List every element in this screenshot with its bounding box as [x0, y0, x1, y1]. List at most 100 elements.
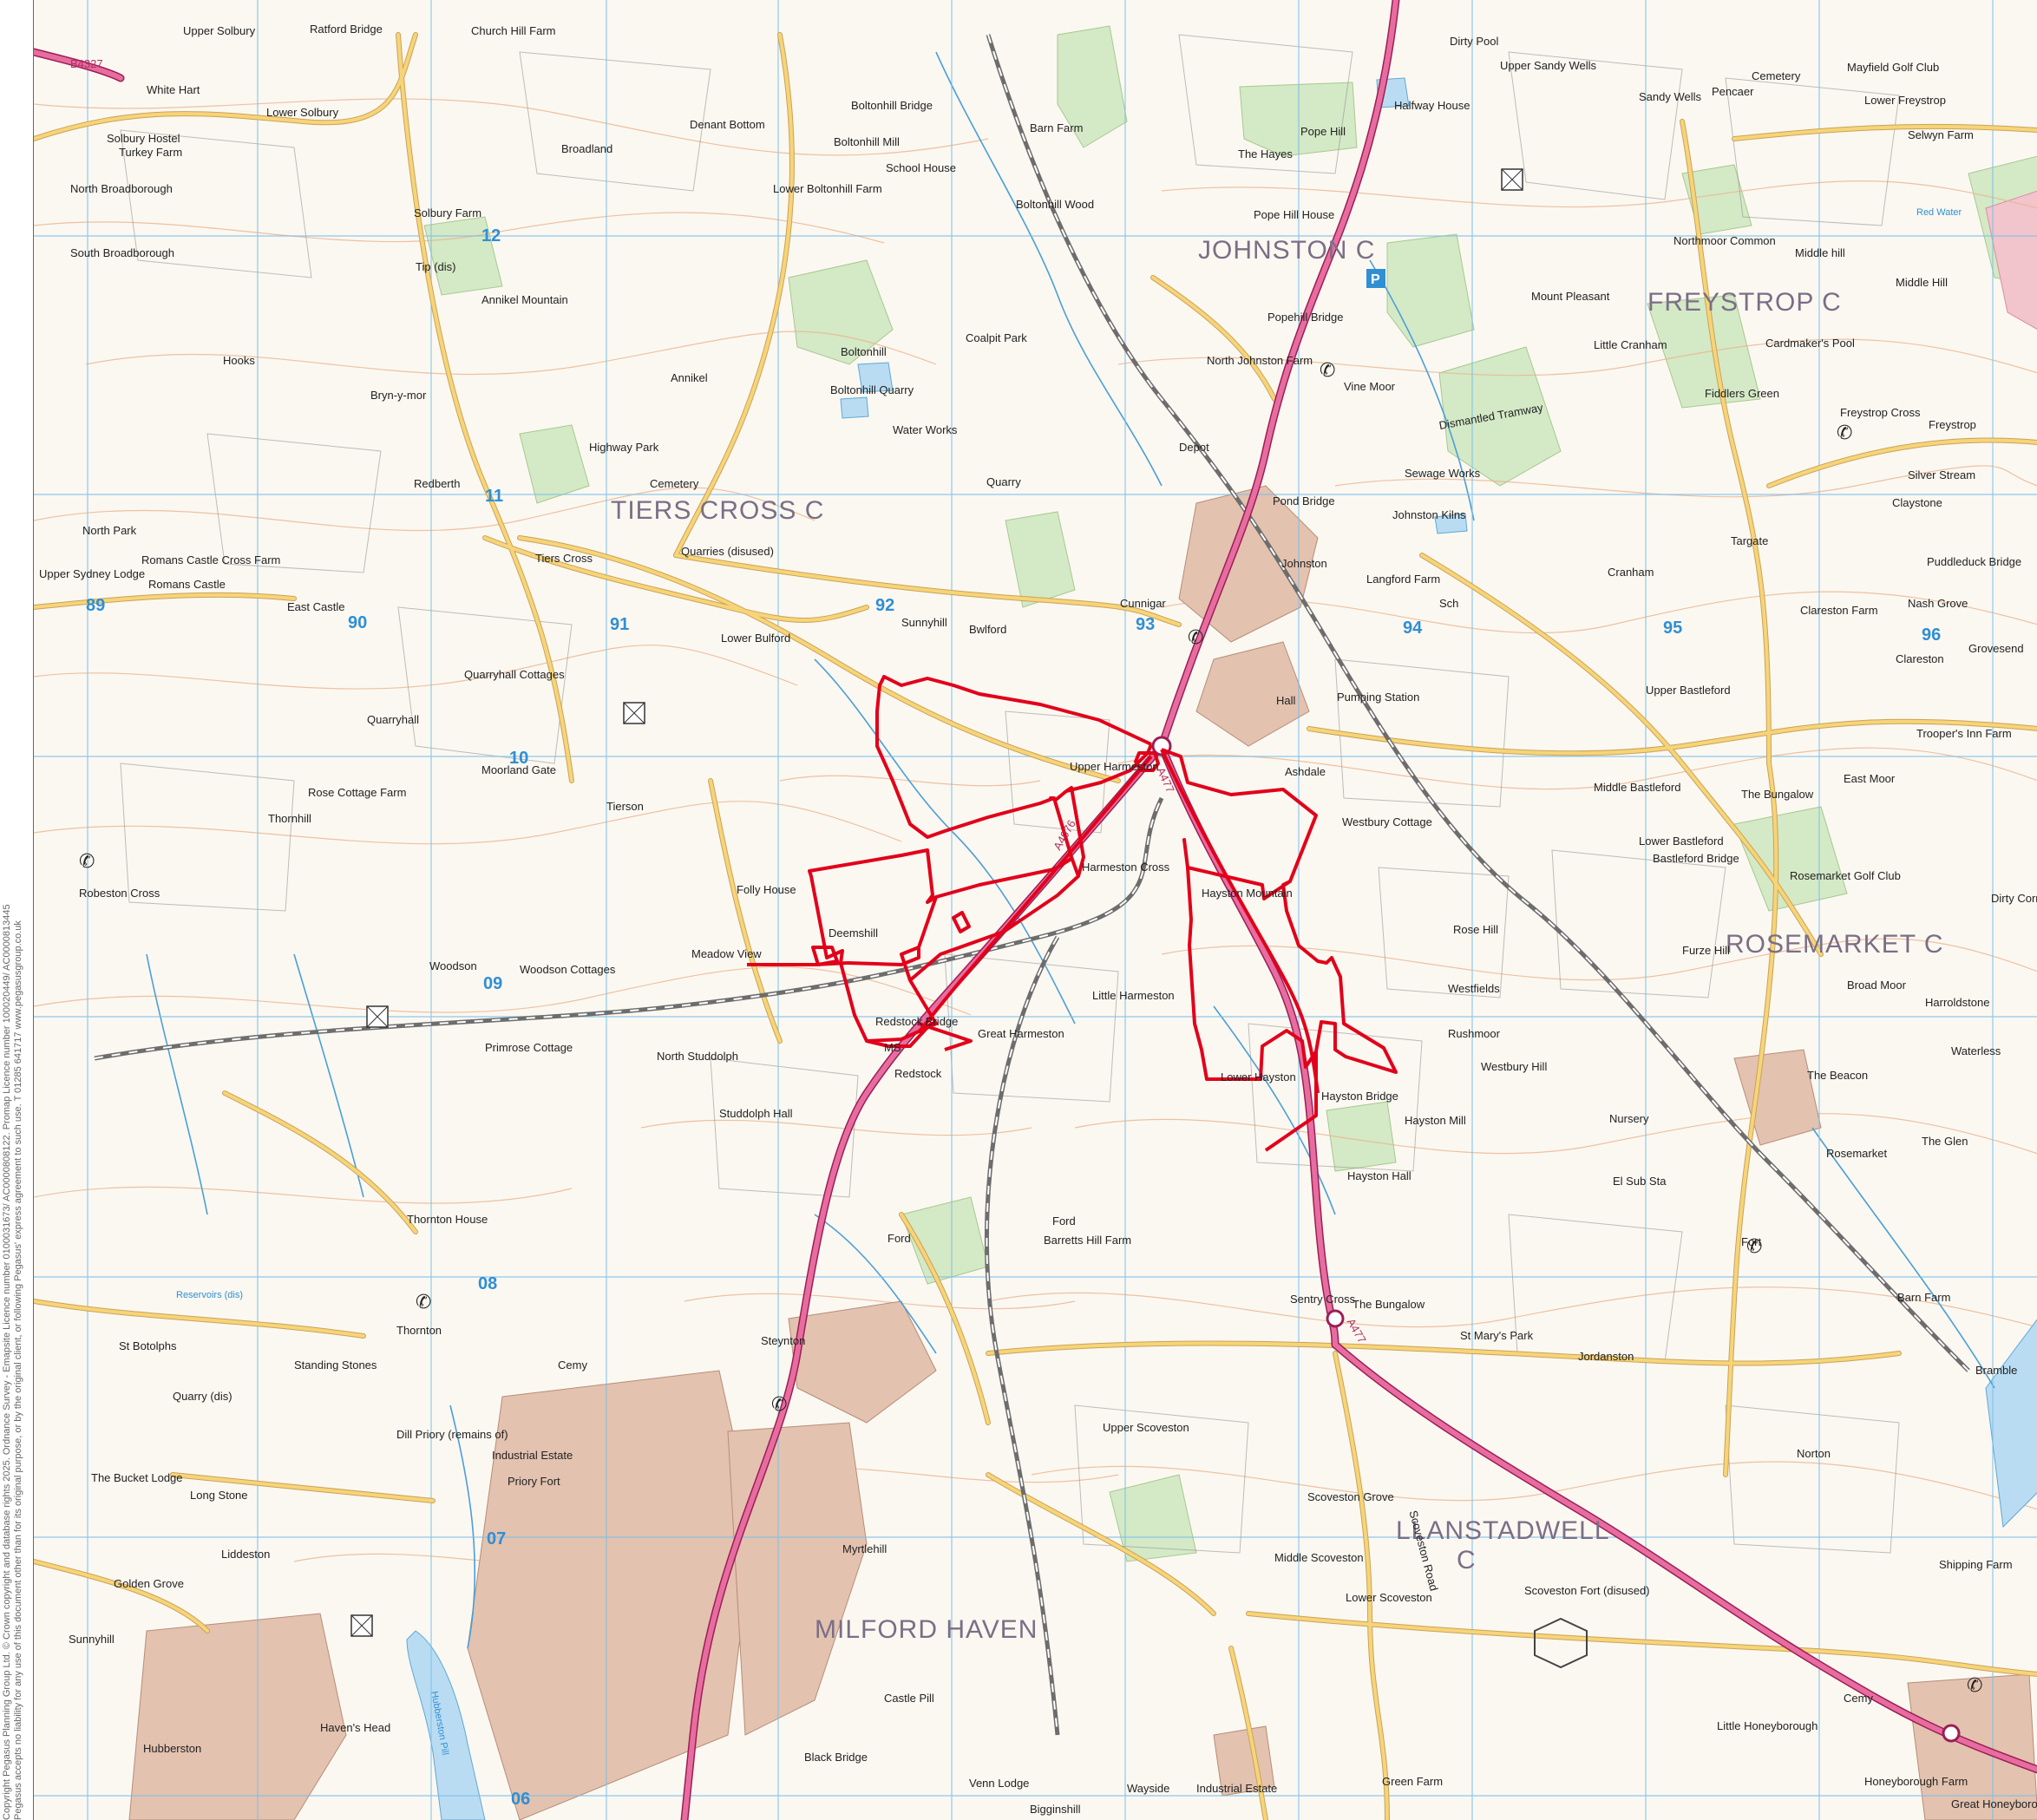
- place-quarry-dis: Quarry (dis): [173, 1390, 233, 1403]
- place-studdolph-hall: Studdolph Hall: [719, 1107, 793, 1120]
- place-annikel: Annikel: [671, 371, 708, 384]
- place-meadow-view: Meadow View: [691, 947, 762, 960]
- place-hall: Hall: [1276, 694, 1296, 707]
- place-middle-scoveston: Middle Scoveston: [1274, 1551, 1364, 1564]
- place-solbury-farm: Solbury Farm: [414, 206, 481, 219]
- place-north-studdolph: North Studdolph: [657, 1050, 738, 1063]
- place-st-marys-park: St Mary's Park: [1460, 1329, 1534, 1342]
- svg-text:✆: ✆: [1188, 627, 1203, 649]
- place-upper-bastleford: Upper Bastleford: [1646, 684, 1731, 697]
- place-upper-solbury: Upper Solbury: [183, 24, 256, 37]
- place-moorland-gate: Moorland Gate: [481, 763, 556, 776]
- grid-label-06: 06: [511, 1790, 530, 1809]
- site-boundary-upper-harmeston-loop[interactable]: [1134, 751, 1160, 772]
- place-cemetery-w: Cemetery: [650, 477, 699, 490]
- site-boundary-a4076-corridor[interactable]: [917, 755, 1153, 1034]
- place-labels: Upper Solbury Ratford Bridge Church Hill…: [39, 23, 2037, 1816]
- site-boundary-east[interactable]: [1161, 748, 1398, 1081]
- parking-icon: P: [1366, 269, 1385, 288]
- place-pond-bridge: Pond Bridge: [1273, 494, 1335, 507]
- site-boundary-a477-corridor[interactable]: [1160, 749, 1320, 1094]
- place-cemy-honeyborough: Cemy: [1844, 1692, 1873, 1705]
- place-st-botolphs: St Botolphs: [119, 1339, 177, 1352]
- minor-roads: [34, 32, 2037, 1820]
- place-nursery: Nursery: [1609, 1112, 1649, 1125]
- site-boundary[interactable]: [747, 675, 1398, 1152]
- site-boundary-deemshill-plot[interactable]: [811, 946, 839, 966]
- place-woodson-cottages: Woodson Cottages: [520, 963, 616, 976]
- os-map[interactable]: TIERS CROSS C JOHNSTON C FREYSTROP C ROS…: [34, 0, 2037, 1820]
- place-tip-dis: Tip (dis): [416, 260, 455, 273]
- place-quarryhall-cottages: Quarryhall Cottages: [464, 668, 565, 681]
- svg-text:✆: ✆: [416, 1292, 431, 1313]
- place-rose-cottage-farm: Rose Cottage Farm: [308, 786, 406, 799]
- place-clareston: Clareston: [1896, 652, 1944, 665]
- map-symbols: P ✆ ✆ ✆ ✆ ✆ ✆ ✆ ✆: [79, 168, 1982, 1697]
- place-scoveston-grove: Scoveston Grove: [1307, 1490, 1394, 1503]
- place-quarryhall: Quarryhall: [367, 713, 419, 726]
- place-jordanston: Jordanston: [1578, 1350, 1634, 1363]
- place-cemy-steynton: Cemy: [558, 1358, 587, 1372]
- place-north-broadborough: North Broadborough: [70, 182, 173, 195]
- svg-text:✆: ✆: [1837, 422, 1852, 444]
- svg-text:P: P: [1371, 272, 1380, 287]
- place-dirty-corner: Dirty Corner: [1991, 892, 2037, 905]
- place-cranham: Cranham: [1608, 566, 1654, 579]
- place-the-glen: The Glen: [1922, 1135, 1968, 1148]
- place-sewage-works: Sewage Works: [1405, 467, 1481, 480]
- place-little-cranham: Little Cranham: [1594, 338, 1667, 351]
- place-thornton: Thornton: [396, 1324, 442, 1337]
- place-shipping-farm: Shipping Farm: [1939, 1558, 2013, 1571]
- place-hooks: Hooks: [223, 354, 255, 367]
- place-steynton: Steynton: [761, 1334, 805, 1347]
- place-ms-redstock: MS: [884, 1041, 901, 1054]
- place-tiers-cross: Tiers Cross: [535, 552, 593, 565]
- place-east-castle: East Castle: [287, 600, 344, 613]
- place-rosemarket: Rosemarket: [1826, 1147, 1887, 1160]
- place-northmoor-common: Northmoor Common: [1673, 234, 1776, 247]
- place-depot: Depot: [1179, 441, 1209, 454]
- place-norton: Norton: [1797, 1447, 1831, 1460]
- water-bodies: [406, 77, 2037, 1820]
- place-middle-hill-farm: Middle hill: [1795, 246, 1845, 259]
- place-rose-hill: Rose Hill: [1453, 923, 1498, 936]
- grid-label-12: 12: [481, 226, 501, 246]
- place-boltonhill: Boltonhill: [841, 345, 887, 358]
- place-waterless: Waterless: [1951, 1044, 2001, 1057]
- place-selwyn-farm: Selwyn Farm: [1908, 128, 1974, 141]
- site-boundary-access-spur[interactable]: [747, 961, 848, 966]
- copyright-line-2: Pegasus accepts no liability for any use…: [13, 920, 23, 1820]
- place-turkey-farm: Turkey Farm: [119, 146, 182, 159]
- map-frame[interactable]: TIERS CROSS C JOHNSTON C FREYSTROP C ROS…: [33, 0, 2037, 1820]
- place-lower-hayston: Lower Hayston: [1221, 1070, 1296, 1083]
- place-mount-pleasant: Mount Pleasant: [1531, 290, 1610, 303]
- place-robeston-cross: Robeston Cross: [79, 887, 160, 900]
- place-reservoirs-dis: Reservoirs (dis): [176, 1290, 243, 1300]
- place-woodson: Woodson: [429, 959, 477, 972]
- place-castle-pill: Castle Pill: [884, 1692, 934, 1705]
- place-primrose-cottage: Primrose Cottage: [485, 1041, 573, 1054]
- place-westbury-cottage: Westbury Cottage: [1342, 815, 1432, 828]
- site-boundary-west[interactable]: [808, 675, 1153, 1051]
- place-el-sub-sta: El Sub Sta: [1613, 1175, 1667, 1188]
- site-boundary-small-plot[interactable]: [952, 911, 971, 933]
- place-broad-moor: Broad Moor: [1847, 979, 1907, 992]
- place-long-stone: Long Stone: [190, 1489, 248, 1502]
- place-the-hayes: The Hayes: [1238, 147, 1293, 160]
- railways: [94, 34, 1970, 1736]
- place-lower-bulford: Lower Bulford: [721, 632, 790, 645]
- svg-text:✆: ✆: [1320, 360, 1335, 382]
- place-lower-solbury: Lower Solbury: [266, 106, 339, 119]
- grid-label-09: 09: [483, 974, 502, 993]
- place-redberth: Redberth: [414, 477, 460, 490]
- grid-label-89: 89: [86, 596, 105, 615]
- place-westfields: Westfields: [1448, 982, 1500, 995]
- place-priory-fort: Priory Fort: [508, 1475, 560, 1488]
- place-pencaer: Pencaer: [1712, 85, 1754, 98]
- place-golden-grove: Golden Grove: [114, 1577, 184, 1590]
- place-pope-hill: Pope Hill: [1300, 125, 1346, 138]
- place-cunnigar: Cunnigar: [1120, 597, 1166, 610]
- place-hayston-mill: Hayston Mill: [1405, 1114, 1466, 1127]
- grid-label-08: 08: [478, 1274, 497, 1293]
- place-the-beacon: The Beacon: [1807, 1069, 1868, 1082]
